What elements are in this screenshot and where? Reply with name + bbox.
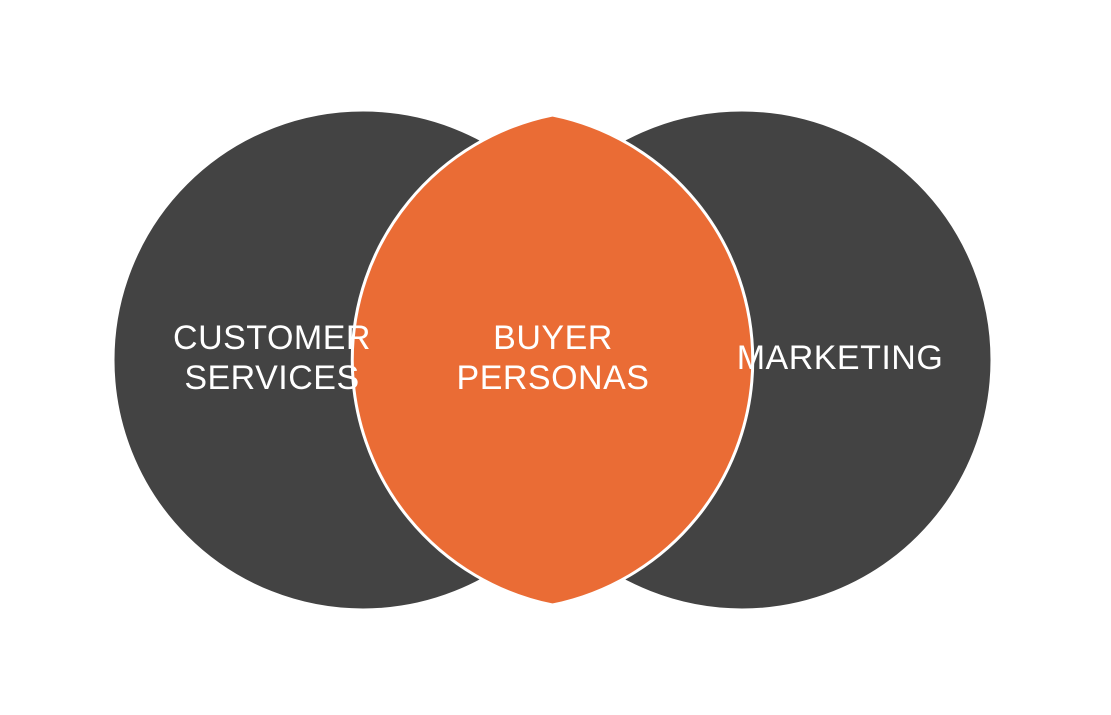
- marketing-label-line-1: MARKETING: [736, 339, 944, 377]
- marketing-label: MARKETING: [712, 338, 968, 378]
- customer-services-label-line-2: SERVICES: [184, 359, 360, 397]
- buyer-personas-label-line-1: BUYER: [493, 319, 613, 357]
- customer-services-label: CUSTOMER SERVICES: [142, 318, 402, 398]
- buyer-personas-label-line-2: PERSONAS: [456, 359, 650, 397]
- buyer-personas-label: BUYER PERSONAS: [422, 318, 684, 398]
- buyer-personas-overlap: [350, 113, 755, 607]
- customer-services-label-line-1: CUSTOMER: [173, 319, 371, 357]
